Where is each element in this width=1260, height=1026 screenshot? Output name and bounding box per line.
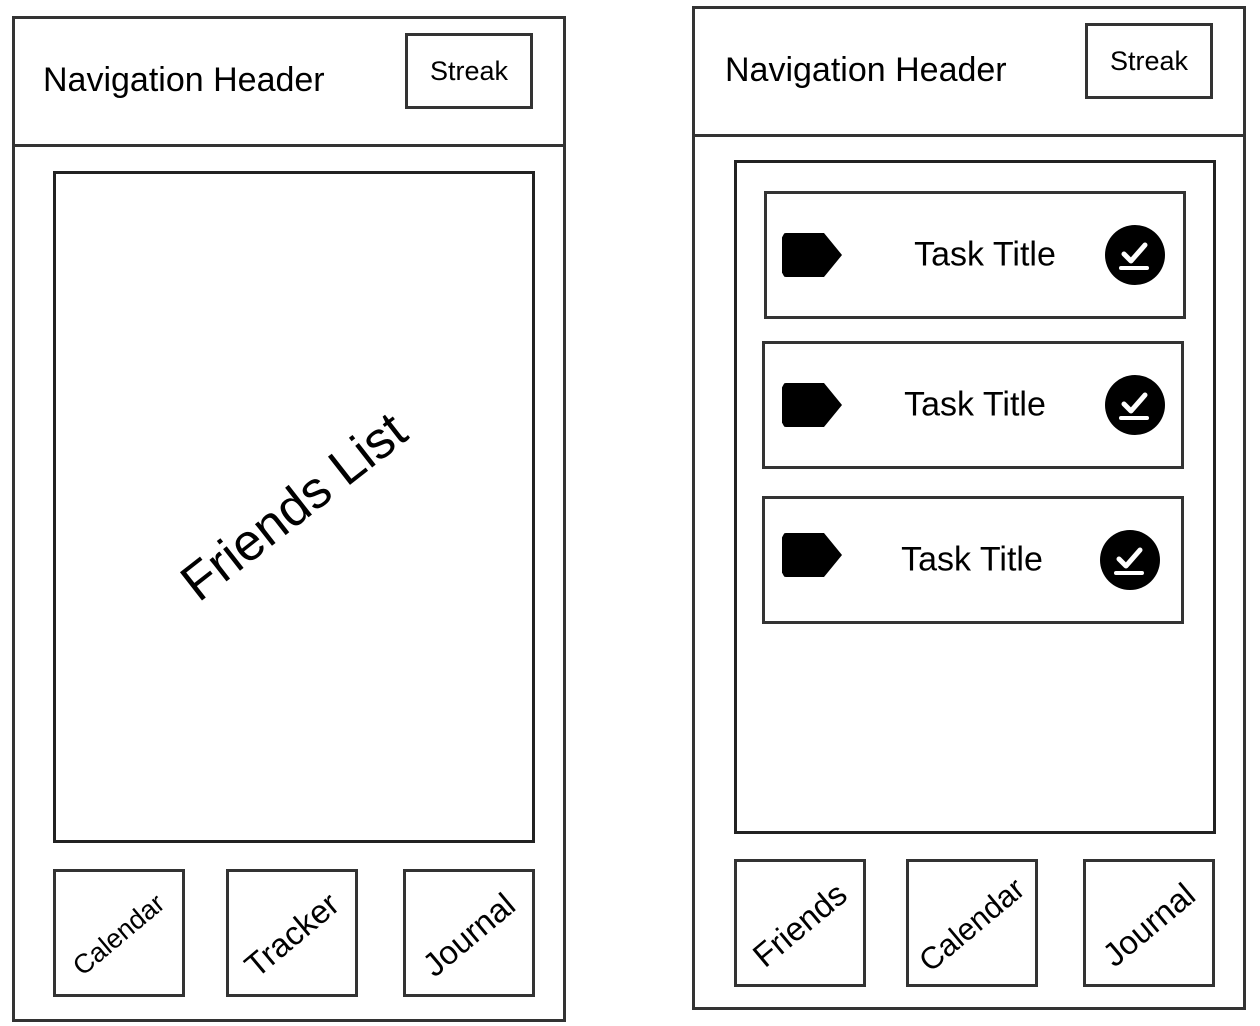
navigation-header: Navigation Header Streak (695, 9, 1243, 137)
navigation-header: Navigation Header Streak (15, 19, 563, 147)
check-circle-icon[interactable] (1105, 375, 1165, 435)
tasks-screen: Navigation Header Streak Task Title Task… (692, 6, 1246, 1010)
nav-button-calendar[interactable]: Calendar (906, 859, 1038, 987)
nav-label: Calendar (67, 888, 171, 982)
streak-button[interactable]: Streak (1085, 23, 1213, 99)
tag-icon (782, 233, 842, 277)
header-title: Navigation Header (725, 51, 1007, 89)
tag-icon (782, 533, 842, 577)
nav-button-friends[interactable]: Friends (734, 859, 866, 987)
friends-screen: Navigation Header Streak Friends List Ca… (12, 16, 566, 1022)
check-circle-icon[interactable] (1100, 530, 1160, 590)
task-card[interactable]: Task Title (762, 341, 1184, 469)
streak-button[interactable]: Streak (405, 33, 533, 109)
nav-button-journal[interactable]: Journal (1083, 859, 1215, 987)
task-card[interactable]: Task Title (762, 496, 1184, 624)
tag-icon (782, 383, 842, 427)
streak-label: Streak (429, 55, 509, 86)
nav-button-tracker[interactable]: Tracker (226, 869, 358, 997)
friends-list-panel[interactable]: Friends List (53, 171, 535, 843)
check-circle-icon[interactable] (1105, 225, 1165, 285)
header-title: Navigation Header (43, 61, 325, 99)
nav-label: Tracker (237, 885, 346, 985)
nav-label: Journal (415, 886, 523, 985)
nav-label: Calendar (912, 871, 1032, 979)
task-card[interactable]: Task Title (764, 191, 1186, 319)
friends-list-label: Friends List (170, 401, 418, 613)
streak-label: Streak (1109, 45, 1189, 76)
nav-button-calendar[interactable]: Calendar (53, 869, 185, 997)
nav-label: Friends (745, 875, 854, 975)
task-title: Task Title (914, 235, 1056, 274)
task-title: Task Title (904, 385, 1046, 424)
nav-button-journal[interactable]: Journal (403, 869, 535, 997)
nav-label: Journal (1095, 876, 1203, 975)
task-list-panel: Task Title Task Title Task Title (734, 160, 1216, 834)
task-title: Task Title (901, 540, 1043, 579)
